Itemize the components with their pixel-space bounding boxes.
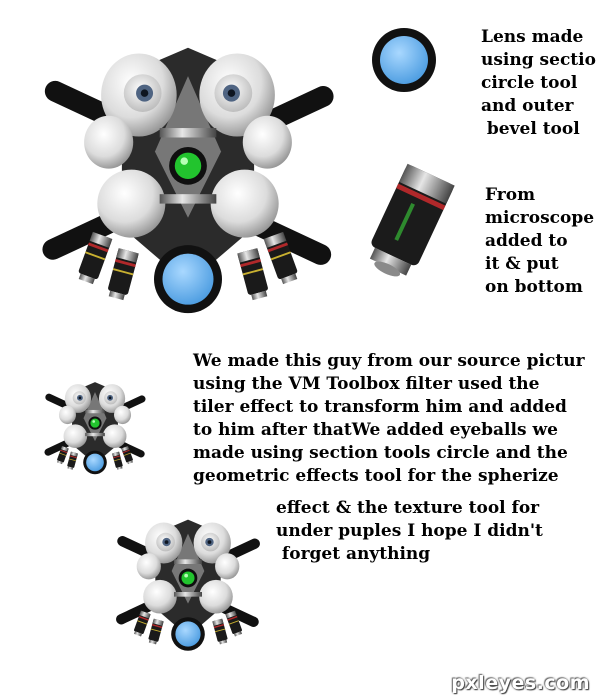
robot-creature-large-icon — [18, 30, 358, 330]
description-text-continued: effect & the texture tool for under pupl… — [276, 498, 543, 564]
watermark: pxleyes.com — [451, 672, 590, 694]
lens-icon — [372, 28, 436, 92]
microscope-note: From microscope added to it & put on bot… — [485, 185, 595, 297]
robot-creature-medium-icon — [104, 510, 272, 660]
description-text: We made this guy from our source pictur … — [193, 351, 585, 486]
lens-note: Lens made using sectio circle tool and o… — [481, 27, 596, 139]
microscope-objective-icon — [369, 163, 455, 277]
robot-creature-small-icon — [36, 378, 154, 478]
